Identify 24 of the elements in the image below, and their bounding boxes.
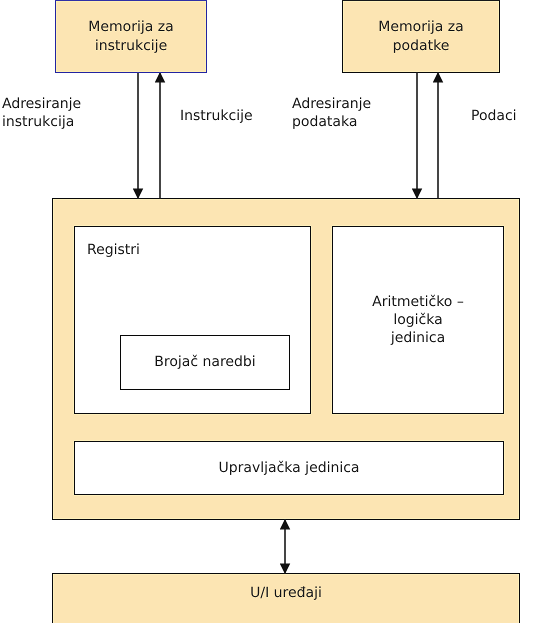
box-label: Aritmetičko – logička jedinica: [371, 292, 465, 348]
arrow: [280, 518, 290, 574]
edge-label: Podaci: [471, 107, 518, 126]
memory-box: [342, 0, 500, 73]
box-label: Memorija za instrukcije: [87, 18, 175, 55]
io-devices-box: [52, 573, 520, 623]
edge-label: Adresiranje podataka: [292, 95, 372, 132]
edge-label: Adresiranje instrukcija: [2, 95, 82, 132]
memory-box: [55, 0, 207, 73]
box-label: Memorija za podatke: [377, 18, 465, 55]
box-label: Registri: [87, 241, 140, 260]
arrow: [412, 73, 422, 200]
arrow: [154, 72, 166, 198]
box-label: U/I uređaji: [250, 584, 322, 602]
control-unit-box: [74, 441, 504, 495]
edge-label: Instrukcije: [180, 107, 254, 126]
processor-box: [52, 198, 520, 520]
register-box: [74, 226, 311, 414]
counter-box: [120, 335, 290, 390]
arrow: [132, 73, 144, 200]
box-label: Upravljačka jedinica: [218, 458, 360, 478]
alu-box: [332, 226, 504, 414]
box-label: Brojač naredbi: [154, 353, 256, 372]
arrow: [432, 72, 444, 198]
